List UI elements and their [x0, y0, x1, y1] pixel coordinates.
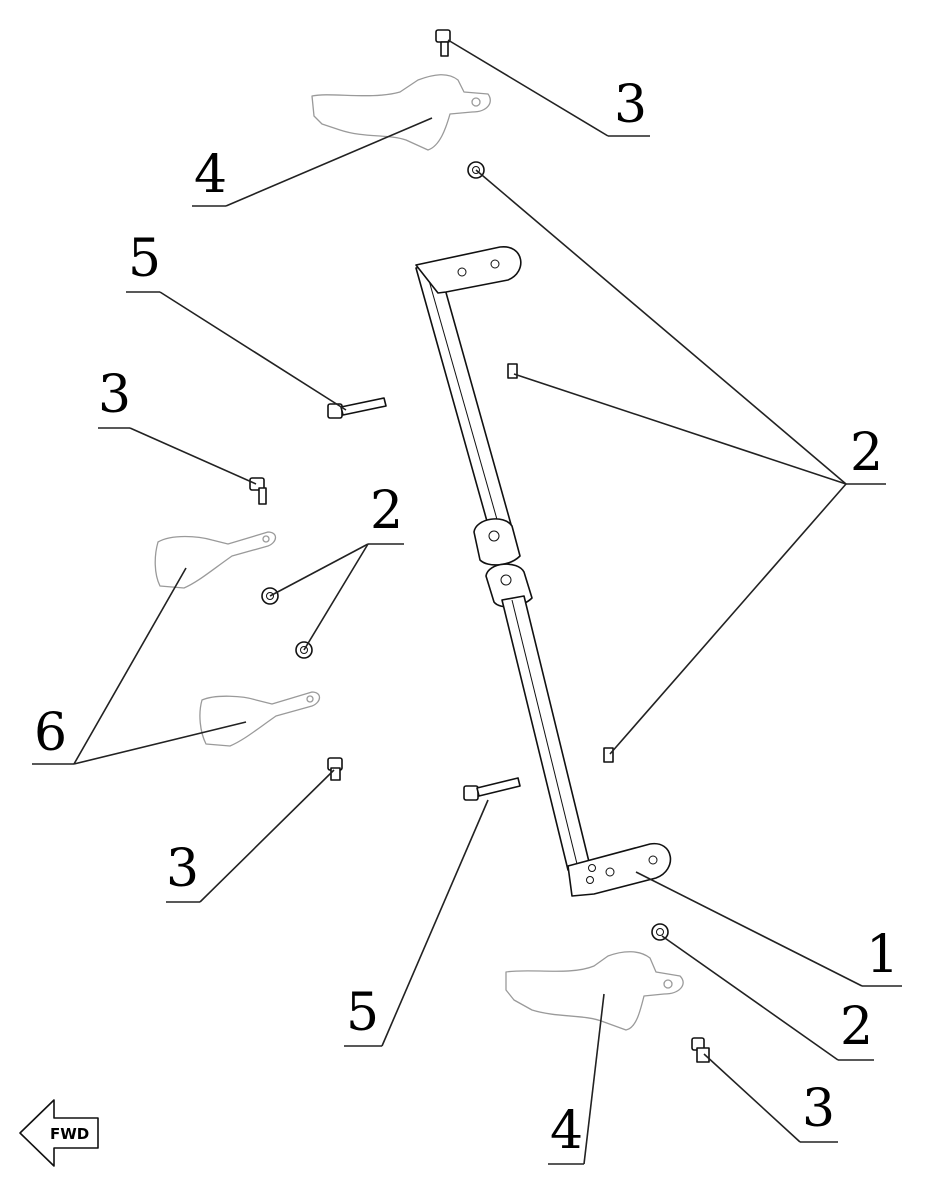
callout-3-left-lower: 3 [166, 839, 199, 899]
stabilizer-bar [415, 246, 672, 897]
callout-5-upper: 5 [128, 229, 161, 289]
clip-lower [603, 747, 614, 763]
callout-2-bottom: 2 [840, 997, 873, 1057]
bolt-left-upper [249, 477, 267, 505]
callout-2-left: 2 [370, 481, 403, 541]
callout-2-right: 2 [850, 423, 883, 483]
callout-3-bottom: 3 [802, 1079, 835, 1139]
long-bolt-upper [327, 397, 387, 419]
fwd-indicator: FWD [19, 1099, 99, 1167]
callout-1: 1 [866, 925, 899, 985]
arrow-left-icon [19, 1099, 99, 1167]
callout-3-top: 3 [614, 75, 647, 135]
bolt-top [435, 29, 451, 57]
bolt-bottom [691, 1037, 710, 1063]
buckle-cover-upper [154, 531, 277, 589]
callout-4-top: 4 [194, 145, 227, 205]
callout-3-left-upper: 3 [98, 365, 131, 425]
bolt-left-lower [327, 757, 343, 781]
leader-lines [32, 39, 902, 1165]
buckle-cover-lower [199, 691, 321, 747]
bracket-bottom [505, 951, 684, 1031]
callout-5-lower: 5 [346, 983, 379, 1043]
bracket-top [311, 74, 491, 151]
fwd-label: FWD [50, 1125, 89, 1143]
clip-upper [507, 363, 518, 379]
long-bolt-lower [463, 777, 521, 801]
nut-bottom [651, 923, 669, 941]
callout-4-bottom: 4 [550, 1101, 583, 1161]
callout-6: 6 [34, 703, 67, 763]
